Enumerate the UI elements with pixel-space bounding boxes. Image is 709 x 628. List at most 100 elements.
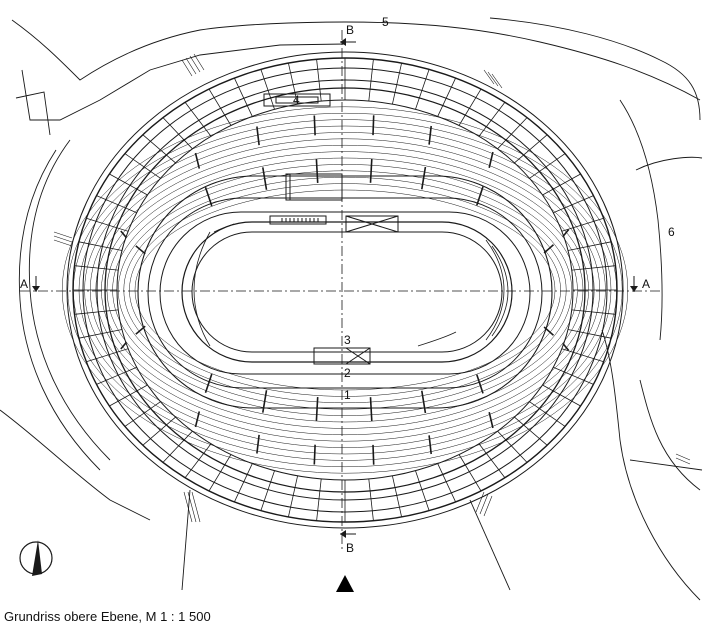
radial-line bbox=[514, 416, 548, 446]
radial-line bbox=[497, 117, 528, 150]
radial-line bbox=[392, 475, 402, 517]
aisle-stair bbox=[488, 412, 494, 429]
aisle-stair bbox=[204, 373, 213, 393]
aisle-stair bbox=[256, 434, 260, 454]
label-6: 6 bbox=[668, 225, 675, 239]
radial-line bbox=[78, 241, 123, 251]
outer-rings bbox=[66, 51, 624, 529]
aisle-stair bbox=[476, 186, 484, 206]
radial-line bbox=[458, 88, 482, 126]
radial-line bbox=[368, 59, 374, 102]
seat-row bbox=[95, 144, 595, 436]
radial-line bbox=[567, 329, 612, 339]
radial-line bbox=[553, 195, 594, 214]
radial-line bbox=[478, 443, 506, 478]
radial-line bbox=[208, 88, 232, 126]
label-5: 5 bbox=[382, 15, 389, 29]
radial-line bbox=[478, 102, 506, 137]
radial-line bbox=[96, 366, 137, 385]
radial-line bbox=[109, 384, 148, 407]
radial-line bbox=[542, 173, 581, 196]
radial-line bbox=[514, 134, 548, 164]
inner-concourse bbox=[137, 175, 553, 409]
aisle-stair bbox=[369, 158, 373, 183]
radial-line bbox=[184, 443, 212, 478]
drawing-caption: Grundriss obere Ebene, M 1 : 1 500 bbox=[4, 609, 211, 624]
label-2: 2 bbox=[344, 366, 351, 380]
north-arrow-icon bbox=[19, 540, 53, 576]
aisle-stair bbox=[313, 444, 316, 465]
radial-line bbox=[437, 463, 456, 503]
aisle-stair bbox=[135, 245, 146, 255]
aisle-stair bbox=[315, 159, 319, 183]
radial-line bbox=[567, 241, 612, 251]
aisle-stair bbox=[204, 187, 213, 207]
aisle-stair bbox=[120, 341, 128, 350]
section-mark-a-right: A bbox=[630, 276, 650, 292]
radial-line bbox=[260, 69, 275, 110]
aisle-stair bbox=[562, 229, 570, 238]
aisle-stair bbox=[262, 167, 268, 190]
seat-row bbox=[89, 138, 601, 442]
entrance-triangle-icon bbox=[336, 575, 354, 592]
section-mark-b-top: B bbox=[340, 23, 356, 46]
seat-row bbox=[61, 106, 629, 474]
aisle-stair bbox=[262, 390, 268, 413]
radial-line bbox=[162, 117, 193, 150]
section-axes bbox=[20, 30, 660, 552]
building-elements bbox=[193, 93, 509, 365]
radial-line bbox=[260, 470, 275, 511]
seat-row bbox=[123, 176, 567, 404]
radial-line bbox=[142, 416, 176, 446]
radial-line bbox=[234, 463, 253, 503]
aisle-stair bbox=[313, 115, 316, 136]
label-3: 3 bbox=[344, 333, 351, 347]
radial-line bbox=[109, 173, 148, 196]
radial-line bbox=[316, 59, 322, 102]
aisle-stair bbox=[194, 152, 201, 169]
radial-structure bbox=[73, 58, 617, 522]
radial-line bbox=[142, 134, 176, 164]
aisle-stair bbox=[315, 397, 319, 421]
radial-line bbox=[316, 478, 322, 521]
aisle-stair bbox=[256, 126, 260, 146]
radial-line bbox=[415, 470, 430, 511]
seat-row bbox=[73, 119, 617, 461]
radial-line bbox=[208, 454, 232, 492]
seat-row bbox=[67, 112, 623, 468]
aisle-stair bbox=[428, 125, 432, 145]
seat-row bbox=[129, 183, 561, 397]
radial-line bbox=[288, 475, 298, 517]
radial-line bbox=[561, 348, 604, 363]
radial-line bbox=[497, 430, 528, 463]
aisle-stair bbox=[543, 244, 555, 254]
radial-line bbox=[124, 401, 161, 427]
radial-line bbox=[437, 77, 456, 117]
radial-line bbox=[124, 153, 161, 179]
section-label-b-bottom: B bbox=[346, 541, 354, 555]
radial-line bbox=[184, 102, 212, 137]
aisle-stair bbox=[421, 166, 427, 190]
section-mark-a-left: A bbox=[20, 276, 40, 292]
aisle-stair bbox=[421, 390, 427, 414]
aisle-stairs bbox=[120, 115, 570, 465]
seat-row bbox=[101, 151, 589, 429]
radial-line bbox=[86, 217, 129, 232]
section-label-b-top: B bbox=[346, 23, 354, 37]
site-boundary bbox=[0, 17, 703, 601]
radial-line bbox=[542, 384, 581, 407]
radial-line bbox=[561, 217, 604, 232]
aisle-stair bbox=[476, 374, 484, 394]
label-1: 1 bbox=[344, 388, 351, 402]
radial-line bbox=[368, 478, 374, 521]
radial-line bbox=[553, 366, 594, 385]
seat-row bbox=[134, 189, 556, 391]
radial-line bbox=[392, 63, 402, 105]
seat-row bbox=[117, 170, 573, 410]
seat-row bbox=[84, 132, 606, 448]
aisle-stair bbox=[369, 397, 373, 422]
radial-line bbox=[86, 348, 129, 363]
seating-rows bbox=[61, 106, 629, 474]
radial-line bbox=[96, 195, 137, 214]
